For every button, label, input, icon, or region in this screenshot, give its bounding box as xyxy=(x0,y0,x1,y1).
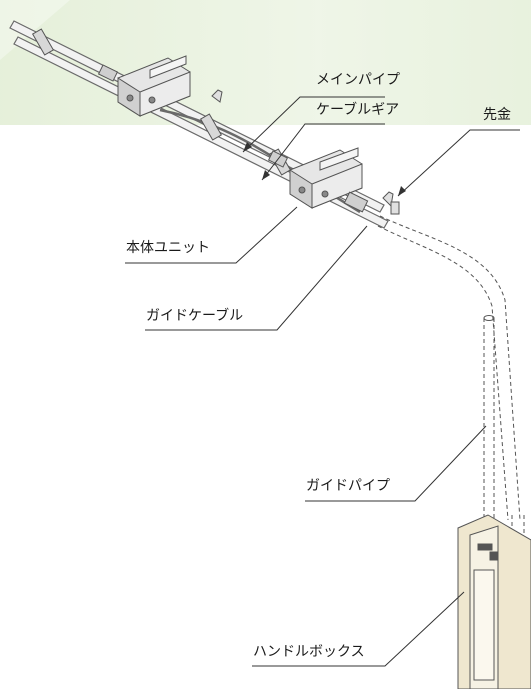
guide-cable-path-outer xyxy=(377,225,509,521)
leader-main-pipe xyxy=(242,96,385,153)
leader-tip xyxy=(397,129,520,197)
tip-hooks xyxy=(211,89,400,215)
label-main-pipe: メインパイプ xyxy=(316,72,400,88)
body-unit-upper xyxy=(117,55,191,117)
body-unit-lower xyxy=(289,147,363,209)
label-guide-cable: ガイドケーブル xyxy=(146,308,244,324)
leader-guide-pipe xyxy=(305,425,487,502)
leader-cable-gear xyxy=(261,123,385,181)
label-handle-box: ハンドルボックス xyxy=(253,644,365,660)
handle-box xyxy=(457,514,531,689)
label-guide-pipe: ガイドパイプ xyxy=(306,478,390,494)
guide-cable-path xyxy=(379,215,521,521)
leader-arrowheads xyxy=(243,142,406,196)
leader-body-unit xyxy=(125,206,298,264)
label-body-unit: 本体ユニット xyxy=(126,240,210,256)
leader-lines xyxy=(125,96,520,667)
label-cable-gear: ケーブルギア xyxy=(316,102,400,118)
label-tip: 先金 xyxy=(483,107,511,123)
guide-pipe xyxy=(483,315,525,545)
leader-guide-cable xyxy=(145,225,368,331)
leader-handle-box xyxy=(252,591,465,667)
